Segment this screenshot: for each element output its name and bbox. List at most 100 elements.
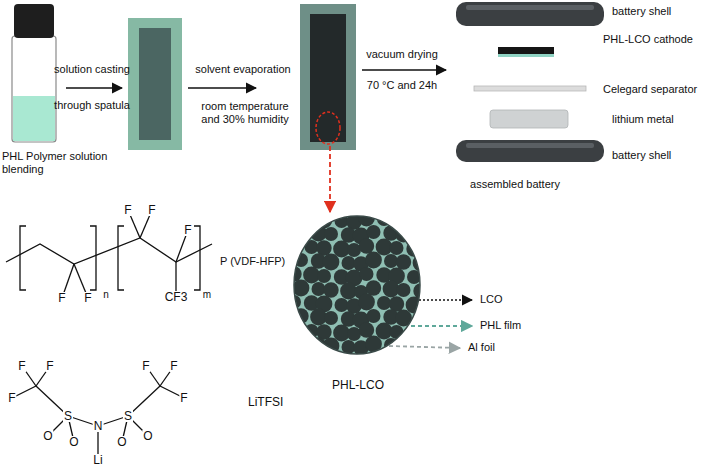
- lco-particle: [323, 254, 340, 271]
- lco-particle: [292, 214, 301, 225]
- part-label: lithium metal: [612, 113, 674, 126]
- callout-label: LCO: [480, 293, 503, 306]
- atom-label: O: [68, 436, 79, 448]
- atom-label: S: [63, 410, 73, 422]
- solution-vial: PHL Polymer solution blending: [0, 0, 122, 177]
- lco-particle: [414, 228, 422, 242]
- node-caption: PHL Polymer solution blending: [0, 150, 122, 176]
- lco-particle: [367, 225, 381, 239]
- cast-film-panel: [128, 18, 182, 150]
- atom-label: F: [17, 360, 26, 372]
- lithium-disc: [490, 110, 568, 128]
- battery-shell: [456, 2, 604, 26]
- compound-name: LiTFSI: [248, 395, 283, 409]
- lco-particle: [420, 299, 423, 313]
- part-label: assembled battery: [470, 178, 560, 191]
- callout-label: PHL film: [480, 319, 521, 332]
- part-label: PHL-LCO cathode: [603, 33, 693, 46]
- step-label: room temperature and 30% humidity: [195, 100, 295, 126]
- lco-particle: [323, 338, 340, 355]
- zoom-arrow: [329, 146, 331, 212]
- atom-label: F: [83, 292, 92, 304]
- callout-arrow: [389, 346, 460, 348]
- lco-particle: [395, 226, 412, 243]
- atom-label: Li: [92, 454, 103, 466]
- atom-label: O: [142, 430, 153, 442]
- dried-film-inner: [310, 14, 346, 142]
- process-arrow: [66, 87, 122, 89]
- step-label: solution casting: [54, 63, 130, 76]
- lco-particle: [390, 325, 404, 339]
- process-arrow: [188, 87, 256, 89]
- atom-label: F: [179, 392, 188, 404]
- lco-particle: [304, 214, 319, 227]
- lco-particle: [413, 339, 422, 356]
- disc-outline-svg: [292, 214, 422, 356]
- lco-particle: [420, 215, 423, 229]
- litfsi-structure: [12, 366, 184, 460]
- dried-film-panel: [300, 4, 356, 150]
- lco-particle: [406, 325, 421, 340]
- zoom-marker: [316, 112, 340, 144]
- atom-label: F: [183, 224, 192, 236]
- lco-particle: [397, 283, 411, 297]
- atom-label: CF3: [164, 291, 189, 303]
- lco-particle: [389, 214, 404, 228]
- lco-particle: [406, 214, 422, 229]
- disc-outline: [294, 216, 420, 354]
- separator-sheet: [474, 86, 586, 91]
- phl-film-ground: [294, 216, 420, 354]
- step-label: 70 °C and 24h: [367, 79, 437, 92]
- lco-particle: [324, 227, 338, 241]
- part-label: battery shell: [612, 5, 671, 18]
- callout-label: Al foil: [468, 341, 495, 354]
- lco-particle: [396, 254, 411, 269]
- lco-particle: [317, 269, 331, 283]
- atom-label: F: [141, 360, 150, 372]
- lco-particle: [324, 311, 338, 325]
- atom-label: S: [123, 410, 133, 422]
- lco-particle: [367, 309, 381, 323]
- subscript: n: [103, 289, 109, 301]
- lco-particle: [294, 337, 308, 351]
- vial-body: [12, 36, 56, 142]
- lco-particle: [414, 312, 422, 326]
- atom-label: N: [93, 420, 104, 432]
- atom-label: F: [123, 204, 132, 216]
- battery-shell: [456, 140, 604, 162]
- shell-highlight: [466, 143, 594, 148]
- lco-particle: [396, 338, 411, 353]
- step-label: vacuum drying: [366, 48, 438, 61]
- lco-particle: [365, 252, 382, 269]
- compound-name: P (VDF-HFP): [220, 255, 285, 268]
- atom-label: F: [169, 360, 178, 372]
- part-label: Celegard separator: [603, 83, 697, 96]
- lco-particle: [293, 224, 308, 239]
- step-label: solvent evaporation: [195, 63, 290, 76]
- atom-label: O: [42, 430, 53, 442]
- cathode-film: [498, 54, 554, 57]
- process-arrow: [362, 69, 446, 71]
- atom-label: F: [7, 392, 16, 404]
- cathode-layer: [498, 47, 554, 54]
- vial-cap: [14, 4, 54, 38]
- atom-label: F: [45, 360, 54, 372]
- lco-particle: [359, 238, 374, 253]
- lco-particle: [323, 282, 338, 297]
- callout-arrow: [411, 325, 472, 327]
- lco-particle: [366, 280, 381, 295]
- step-label: through spatula: [54, 99, 130, 112]
- atom-label: O: [116, 436, 127, 448]
- pvdf-hfp-structure: [6, 210, 212, 298]
- subscript: m: [203, 289, 211, 301]
- lco-particle: [418, 326, 422, 343]
- lco-particle: [418, 242, 422, 259]
- part-label: battery shell: [612, 149, 671, 162]
- lco-particle: [359, 322, 374, 337]
- lco-particle: [358, 294, 375, 311]
- composite-cross-section: PHL-LCO: [292, 214, 422, 393]
- atom-label: F: [57, 292, 66, 304]
- lco-particle: [360, 267, 374, 281]
- lco-particle: [292, 322, 302, 339]
